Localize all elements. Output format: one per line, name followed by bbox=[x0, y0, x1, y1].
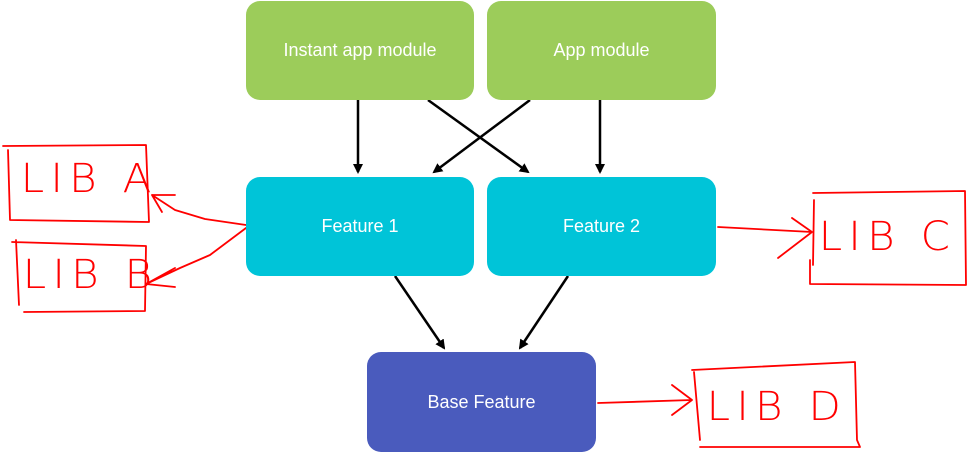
arrow-instant-to-feature2 bbox=[427, 98, 530, 174]
lib-a-box bbox=[2, 144, 150, 223]
arrow-feature2-to-lib-c bbox=[717, 217, 813, 259]
lib-a-label: LIB A bbox=[20, 156, 158, 202]
arrow-app-to-feature1 bbox=[432, 99, 531, 174]
base-feature-node: Base Feature bbox=[367, 352, 596, 452]
lib-b-box bbox=[11, 239, 147, 313]
app-module-node: App module bbox=[487, 1, 716, 100]
lib-d-label: LIB D bbox=[706, 384, 848, 430]
feature-1-node: Feature 1 bbox=[246, 177, 474, 276]
lib-d-box bbox=[691, 361, 861, 448]
lib-c-label: LIB C bbox=[818, 214, 957, 260]
arrow-base-to-lib-d bbox=[597, 384, 693, 416]
arrow-feature1-to-base bbox=[393, 275, 446, 350]
arrow-feature2-to-base bbox=[518, 275, 570, 350]
arrow-feature1-to-lib-a bbox=[151, 194, 247, 226]
lib-b-label: LIB B bbox=[22, 252, 159, 298]
instant-app-module-node: Instant app module bbox=[246, 1, 474, 100]
lib-c-box bbox=[809, 190, 967, 286]
feature-2-node: Feature 2 bbox=[487, 177, 716, 276]
arrow-feature1-to-lib-b bbox=[145, 227, 247, 288]
